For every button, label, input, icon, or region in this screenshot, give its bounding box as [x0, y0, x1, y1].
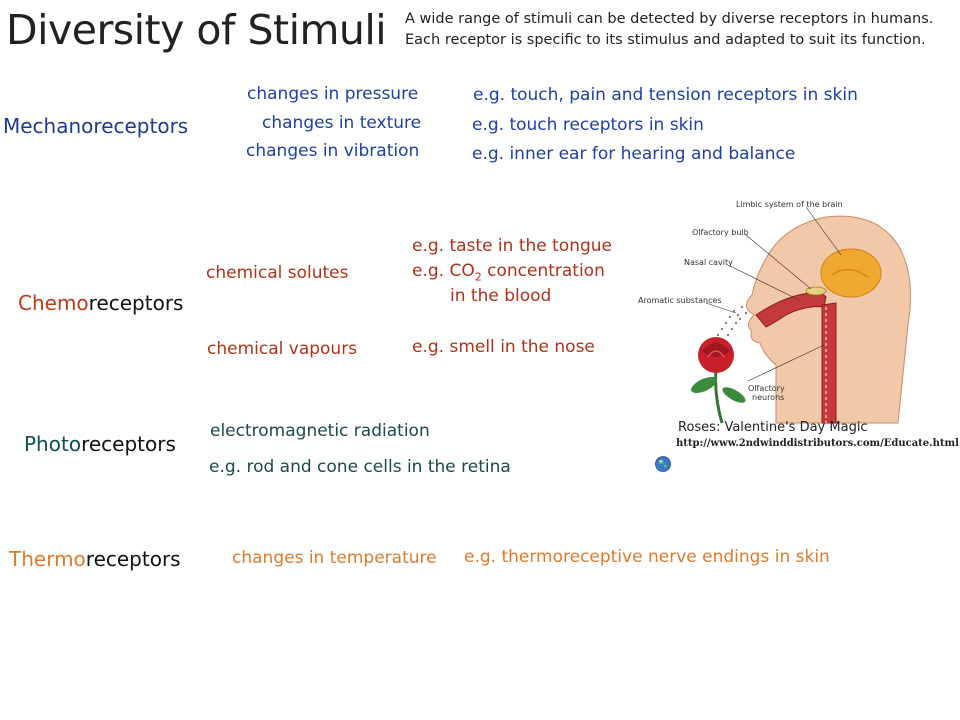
mechano-stimulus-pressure: changes in pressure: [247, 84, 419, 104]
mechano-suffix: receptors: [93, 114, 189, 138]
chemo-prefix: Chemo: [18, 291, 89, 315]
label-nasal-cavity: Nasal cavity: [684, 258, 733, 267]
mechano-prefix: Mechano: [3, 114, 94, 138]
image-caption: Roses: Valentine's Day Magic: [678, 420, 868, 435]
co2-suffix: concentration: [481, 261, 605, 281]
photo-stimulus: electromagnetic radiation: [210, 421, 430, 441]
label-limbic: Limbic system of the brain: [736, 200, 843, 209]
globe-icon[interactable]: [655, 456, 671, 472]
rose-drawing: [691, 337, 746, 424]
label-olfactory-bulb: Olfactory bulb: [692, 228, 749, 237]
intro-text: A wide range of stimuli can be detected …: [405, 9, 933, 51]
page-title: Diversity of Stimuli: [6, 6, 387, 54]
photoreceptors-heading: Photoreceptors: [24, 432, 176, 456]
label-olfactory-neurons-2: neurons: [752, 393, 784, 402]
chemo-suffix: receptors: [88, 291, 184, 315]
co2-subscript: 2: [474, 270, 482, 284]
olfaction-illustration: Limbic system of the brain Olfactory bul…: [636, 195, 916, 425]
thermo-example: e.g. thermoreceptive nerve endings in sk…: [464, 547, 830, 567]
photo-prefix: Photo: [24, 432, 82, 456]
photo-example: e.g. rod and cone cells in the retina: [209, 457, 511, 477]
thermo-suffix: receptors: [85, 547, 181, 571]
mechano-example-3: e.g. inner ear for hearing and balance: [472, 144, 796, 164]
chemo-example-smell: e.g. smell in the nose: [412, 337, 595, 357]
thermo-prefix: Thermo: [9, 547, 86, 571]
chemo-example-co2: e.g. CO2 concentration: [412, 261, 605, 283]
thermoreceptors-heading: Thermoreceptors: [9, 547, 181, 571]
chemo-example-taste: e.g. taste in the tongue: [412, 236, 612, 256]
mechano-stimulus-vibration: changes in vibration: [246, 141, 420, 161]
label-olfactory-neurons-1: Olfactory: [748, 384, 785, 393]
chemoreceptors-heading: Chemoreceptors: [18, 291, 183, 315]
mechano-stimulus-texture: changes in texture: [262, 113, 422, 133]
mechanoreceptors-heading: Mechanoreceptors: [3, 114, 188, 138]
mechano-example-2: e.g. touch receptors in skin: [472, 115, 704, 135]
co2-prefix: e.g. CO: [412, 261, 475, 281]
intro-line-1: A wide range of stimuli can be detected …: [405, 11, 934, 27]
label-aromatic: Aromatic substances: [638, 296, 722, 305]
image-source-url[interactable]: http://www.2ndwinddistributors.com/Educa…: [676, 438, 959, 449]
chemo-stimulus-vapours: chemical vapours: [207, 339, 358, 359]
intro-line-2: Each receptor is specific to its stimulu…: [405, 32, 926, 48]
mechano-example-1: e.g. touch, pain and tension receptors i…: [473, 85, 858, 105]
photo-suffix: receptors: [81, 432, 176, 456]
thermo-stimulus: changes in temperature: [232, 548, 437, 568]
chemo-stimulus-solutes: chemical solutes: [206, 263, 349, 283]
chemo-example-blood: in the blood: [450, 286, 552, 306]
